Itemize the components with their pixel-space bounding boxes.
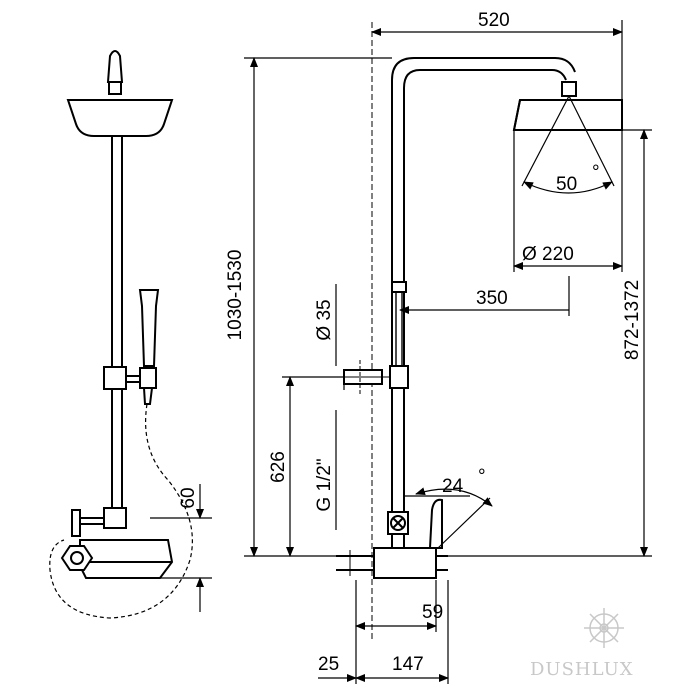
dimension-pipe-diameter-label: Ø 35: [314, 299, 335, 340]
mixer-lever: [428, 498, 443, 549]
front-view-mixer: [373, 547, 437, 579]
dimension-wall-offset-label: 25: [318, 654, 339, 675]
front-view-shower-head: [512, 99, 623, 131]
front-view-slider: [389, 365, 409, 389]
dimension-width-label: 520: [478, 10, 510, 31]
dimension-mixer-depth-label: 59: [422, 602, 443, 623]
dimension-head-diameter-label: Ø 220: [522, 244, 574, 265]
lever-angle-indicator: [404, 487, 493, 549]
dimension-mixer-projection-label: 147: [392, 654, 424, 675]
dimension-head-diameter: [513, 130, 623, 272]
dimension-mixer-depth: [355, 580, 437, 632]
dimension-bracket-height-label: 626: [268, 451, 289, 483]
side-view-hex-nut: [60, 545, 94, 571]
dimension-total-height-label: 1030-1530: [225, 250, 246, 341]
dimension-arm-length: [399, 276, 570, 316]
diverter-knob: [390, 515, 406, 531]
dimension-bracket-height: [282, 376, 344, 557]
side-view-hose: [49, 403, 193, 619]
side-view-nozzle-collar: [108, 81, 122, 95]
spray-angle-label: 50: [556, 174, 577, 195]
side-view: [49, 50, 193, 619]
front-view: [330, 57, 623, 640]
side-view-shower-head: [66, 99, 174, 137]
side-view-top-nozzle: [106, 50, 124, 83]
watermark-logo: [584, 608, 624, 648]
dimension-mixer-offset: [150, 484, 212, 612]
dimension-head-height: [436, 129, 652, 557]
dimension-thread-label: G 1/2": [314, 458, 335, 511]
riser-pipe: [391, 57, 576, 520]
degree-symbol-lever: °: [478, 466, 486, 487]
watermark-brand: DUSHLUX: [530, 659, 634, 680]
side-view-slider-collar: [103, 366, 127, 390]
dimension-bottom-offsets: [318, 580, 449, 684]
dimension-mixer-offset-label: 60: [178, 487, 199, 508]
dimension-width: [371, 20, 623, 300]
spray-angle-indicator: [521, 95, 615, 194]
dimension-arm-length-label: 350: [476, 288, 508, 309]
dimension-head-height-label: 872-1372: [622, 280, 643, 360]
dimension-pipe-diameter: [335, 284, 345, 390]
degree-symbol-spray: °: [592, 162, 600, 183]
lever-angle-label: 24: [442, 476, 464, 497]
side-view-mixer: [79, 539, 174, 579]
side-view-hand-shower: [138, 289, 160, 367]
